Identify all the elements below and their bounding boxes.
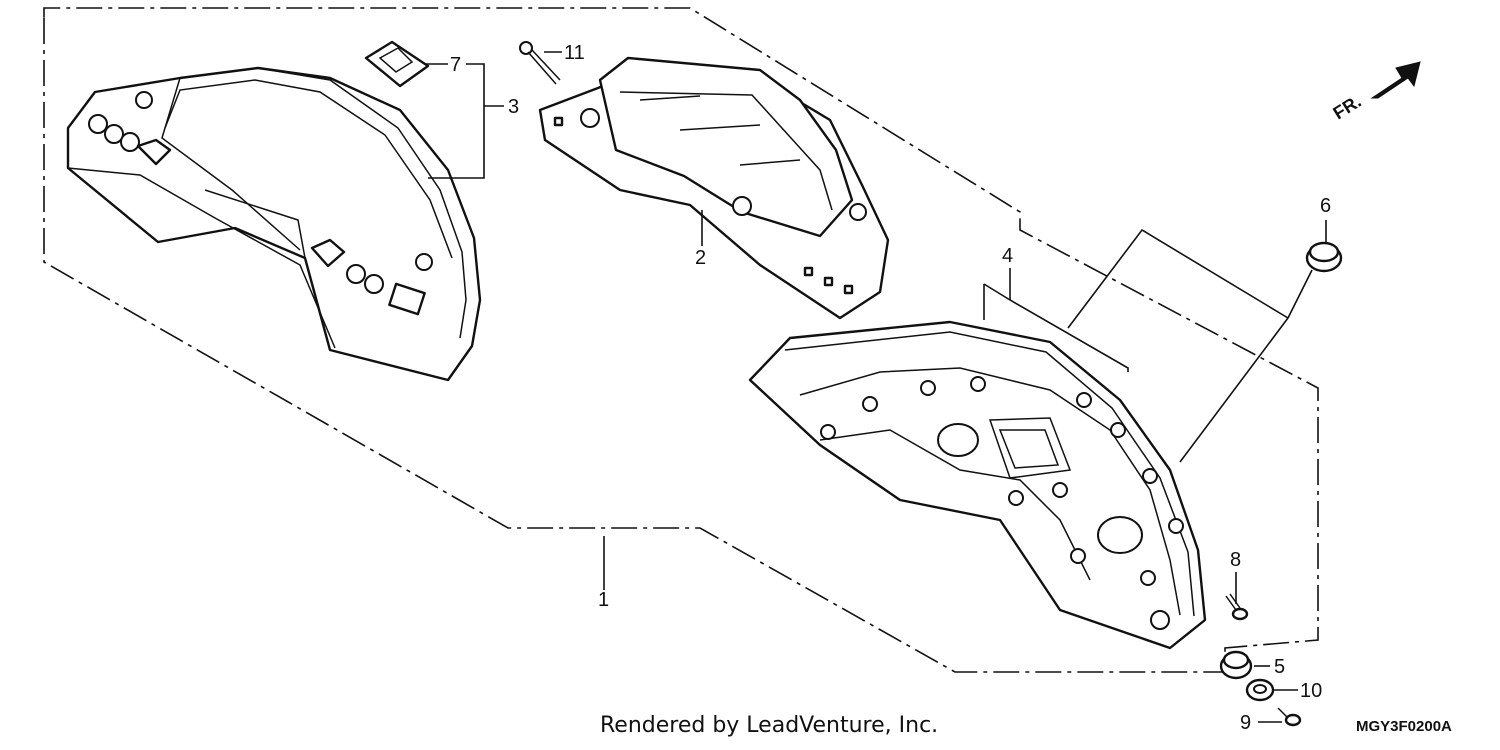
callout-8: 8: [1230, 549, 1241, 571]
callout-1: 1: [598, 589, 609, 611]
grommet-part-6: [1305, 241, 1343, 273]
callout-11: 11: [564, 42, 585, 64]
callout-3: 3: [508, 96, 519, 118]
meter-case-part-3: [66, 66, 482, 382]
washer-part-10: [1245, 678, 1275, 702]
callout-4: 4: [1002, 245, 1013, 267]
callout-10: 10: [1300, 680, 1322, 702]
front-direction-arrow-icon: FR.: [1330, 61, 1421, 123]
direction-label: FR.: [1330, 91, 1365, 123]
callout-9: 9: [1240, 712, 1251, 734]
emblem-part-7: [364, 40, 430, 88]
callout-5: 5: [1274, 656, 1285, 678]
screw-part-11: [519, 41, 561, 85]
meter-unit-part-2: [538, 56, 890, 320]
screw-part-9: [1277, 707, 1302, 727]
meter-lower-case-part-4: [748, 320, 1207, 650]
screw-part-8: [1225, 593, 1249, 621]
credit-text: Rendered by LeadVenture, Inc.: [600, 713, 938, 738]
grommet-part-5: [1219, 650, 1253, 680]
diagram-code: MGY3F0200A: [1356, 718, 1452, 735]
callout-2: 2: [695, 247, 706, 269]
leader-lines: [424, 51, 1327, 723]
callout-7: 7: [450, 54, 461, 76]
assembly-boundary: [43, 7, 1319, 673]
callout-6: 6: [1320, 195, 1331, 217]
